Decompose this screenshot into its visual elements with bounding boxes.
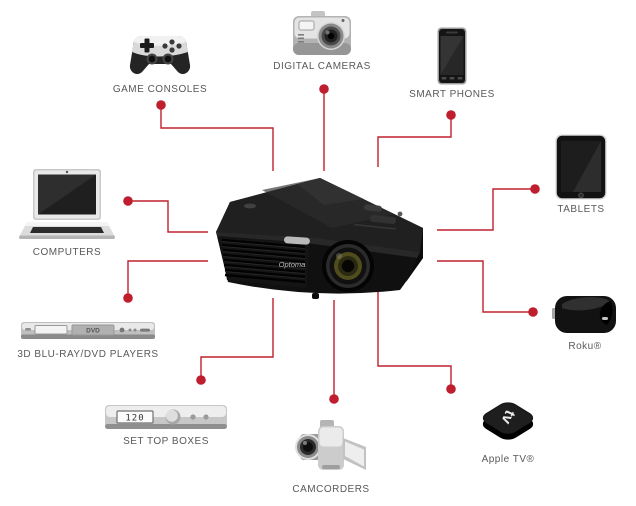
device-node-computers: COMPUTERS (17, 169, 117, 258)
device-node-projector: Optoma (212, 174, 430, 306)
device-label: GAME CONSOLES (112, 84, 208, 95)
connector-line-smart-phones (377, 115, 452, 167)
device-label: CAMCORDERS (292, 484, 370, 495)
device-label: 3D BLU-RAY/DVD PLAYERS (17, 349, 159, 360)
device-label: DIGITAL CAMERAS (273, 61, 371, 72)
device-node-apple-tv: tv Apple TV® (468, 396, 548, 465)
projector-brand-text: Optoma (279, 260, 306, 269)
projector-icon: Optoma (216, 178, 423, 299)
connector-dot-roku (528, 307, 538, 317)
set-top-box-icon: 120 (105, 405, 227, 429)
device-label: COMPUTERS (32, 247, 102, 258)
device-label: TABLETS (557, 204, 605, 215)
device-label: Apple TV® (481, 454, 535, 465)
camcorder-icon (295, 420, 366, 470)
laptop-icon (19, 169, 115, 239)
device-node-smart-phones: SMART PHONES (392, 27, 512, 100)
connector-line-tablets (437, 188, 535, 231)
connector-line-roku (437, 260, 533, 313)
device-node-blu-ray-dvd-players: DVD 3D BLU-RAY/DVD PLAYERS (10, 319, 166, 360)
device-node-roku: Roku® (548, 291, 622, 352)
roku-box-icon (552, 296, 616, 333)
connector-line-game-consoles (160, 105, 274, 171)
device-node-tablets: TABLETS (541, 134, 621, 215)
dvd-badge-text: DVD (86, 327, 100, 334)
connector-line-set-top-boxes (200, 298, 274, 380)
connector-dot-apple-tv (446, 384, 456, 394)
device-node-camcorders: CAMCORDERS (274, 420, 388, 495)
device-node-digital-cameras: DIGITAL CAMERAS (262, 11, 382, 72)
connector-dot-blu-ray-dvd-players (123, 293, 133, 303)
connector-dot-tablets (530, 184, 540, 194)
connector-line-apple-tv (377, 290, 452, 389)
device-label: Roku® (568, 341, 602, 352)
connector-dot-computers (123, 196, 133, 206)
device-label: SET TOP BOXES (123, 436, 209, 447)
connector-line-computers (128, 200, 208, 233)
tablet-icon (555, 134, 607, 200)
connector-dot-digital-cameras (319, 84, 329, 94)
game-controller-icon (129, 36, 191, 75)
device-node-game-consoles: GAME CONSOLES (98, 34, 222, 95)
connector-line-blu-ray-dvd-players (127, 260, 208, 298)
connector-dot-camcorders (329, 394, 339, 404)
digital-camera-icon (293, 11, 351, 55)
connector-dot-game-consoles (156, 100, 166, 110)
blu-ray-player-icon: DVD (21, 322, 155, 339)
connector-dot-set-top-boxes (196, 375, 206, 385)
apple-tv-icon: tv (482, 402, 534, 440)
device-label: SMART PHONES (409, 89, 495, 100)
set-top-box-display-text: 120 (125, 414, 144, 424)
device-node-set-top-boxes: 120 SET TOP BOXES (105, 404, 227, 447)
smartphone-icon (437, 27, 467, 85)
connector-dot-smart-phones (446, 110, 456, 120)
